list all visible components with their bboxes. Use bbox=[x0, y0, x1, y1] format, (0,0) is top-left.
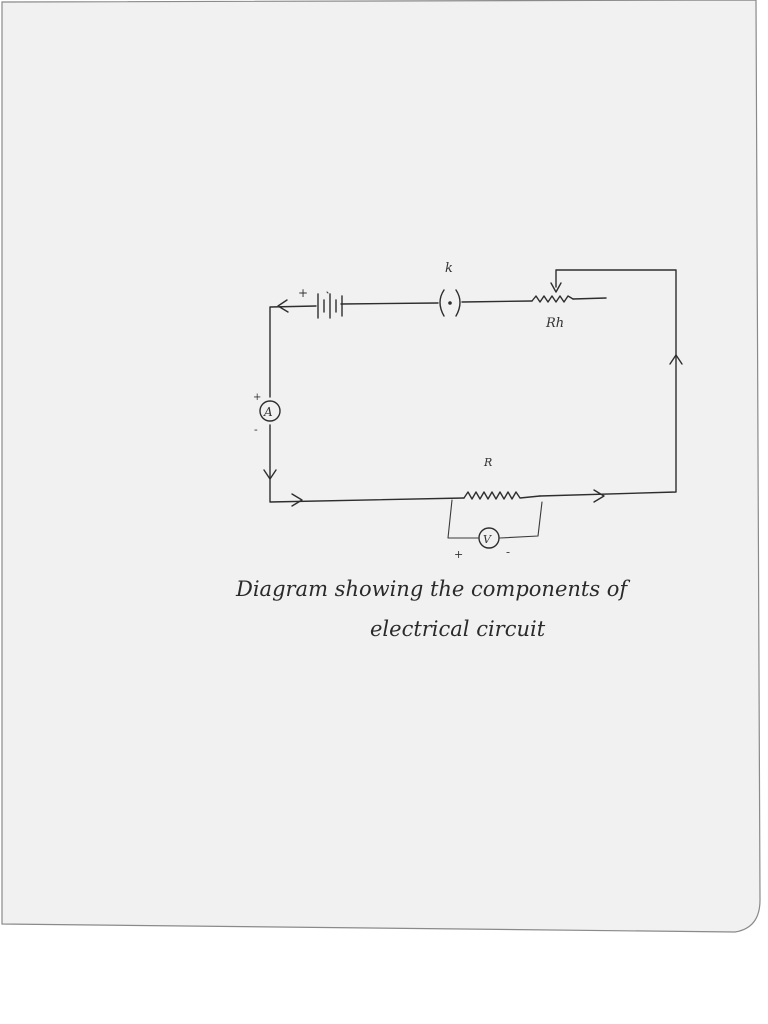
ammeter-label: A bbox=[263, 405, 273, 419]
ammeter-icon: A + - bbox=[253, 392, 281, 436]
battery-cells-icon: + bbox=[298, 286, 343, 319]
voltmeter-icon: V + - bbox=[454, 527, 510, 561]
rheostat-icon: Rh bbox=[531, 282, 574, 331]
resistor-icon: R bbox=[463, 456, 541, 500]
voltmeter-label: V bbox=[483, 533, 492, 546]
circuit-wires bbox=[269, 269, 677, 539]
ammeter-minus-label: - bbox=[254, 423, 258, 436]
voltmeter-minus-label: - bbox=[506, 545, 510, 559]
plug-key-icon: k bbox=[439, 261, 461, 317]
rheostat-label: Rh bbox=[545, 316, 564, 331]
caption-line-2: electrical circuit bbox=[370, 617, 546, 641]
battery-plus-label: + bbox=[298, 286, 308, 300]
ammeter-plus-label: + bbox=[253, 392, 261, 403]
current-arrows bbox=[263, 299, 683, 507]
paper-sheet bbox=[1, 0, 761, 933]
key-label: k bbox=[445, 261, 453, 276]
caption-line-1: Diagram showing the components of bbox=[235, 577, 630, 601]
voltmeter-plus-label: + bbox=[454, 548, 463, 561]
resistor-label: R bbox=[483, 456, 492, 469]
